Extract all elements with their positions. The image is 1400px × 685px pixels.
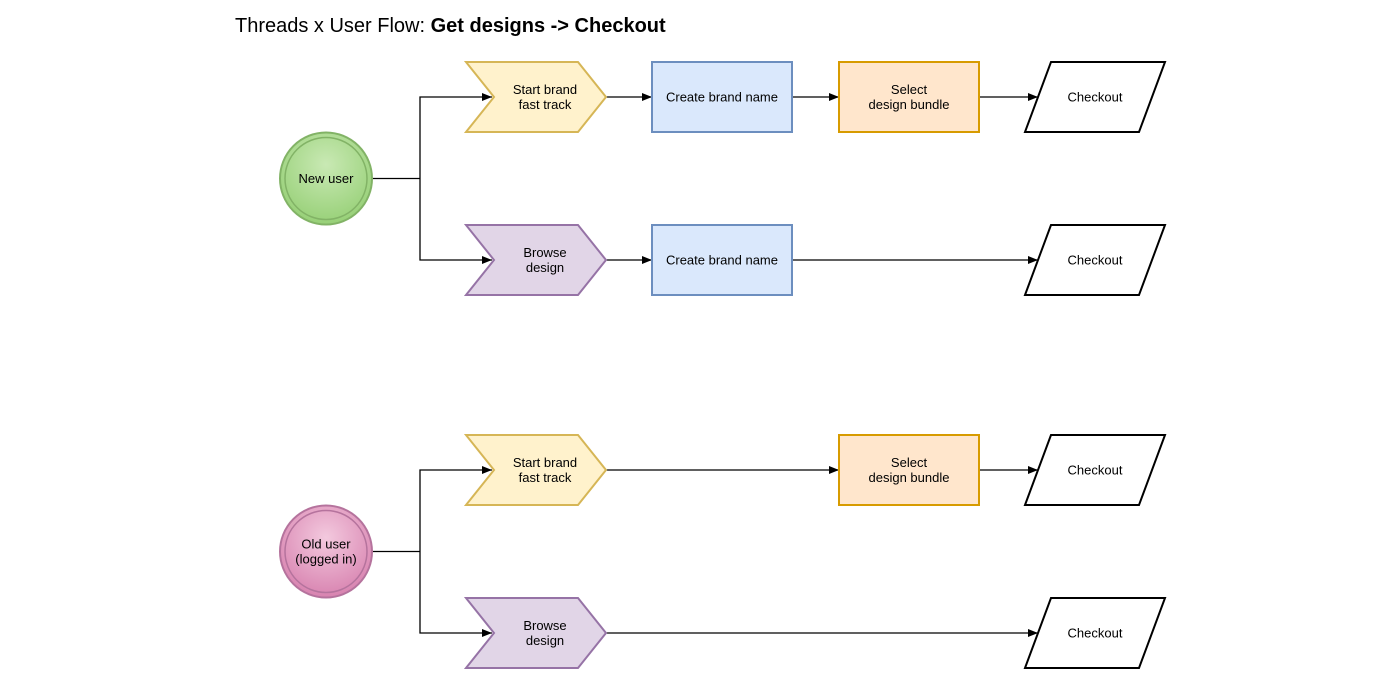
step-label: Checkout (1068, 90, 1123, 105)
step-shape (1023, 224, 1167, 296)
title-emphasis: Get designs -> Checkout (430, 15, 666, 37)
step-label: design (526, 260, 564, 275)
flow-connector (419, 551, 492, 637)
step-shape (651, 61, 793, 133)
connectors (372, 93, 1038, 637)
step-label: Select (891, 455, 928, 470)
step-checkout-node: Checkout (1023, 61, 1167, 133)
step-shape (651, 224, 793, 296)
step-shape (838, 61, 980, 133)
user-node-label: (logged in) (295, 552, 356, 567)
page-title: Threads x User Flow: Get designs -> Chec… (235, 15, 666, 38)
flow-connector (419, 178, 492, 264)
user-node-label: Old user (301, 537, 351, 552)
step-checkout-node: Checkout (1023, 224, 1167, 296)
user-node-outer-ring (279, 131, 373, 226)
step-label: fast track (519, 470, 572, 485)
step-label: design (526, 633, 564, 648)
title-prefix: Threads x User Flow: (235, 15, 431, 37)
step-label: Start brand (513, 455, 577, 470)
step-label: Browse (523, 245, 566, 260)
step-shape (463, 597, 608, 669)
step-brand-name-node: Create brand name (651, 224, 793, 296)
step-label: design bundle (869, 470, 950, 485)
user-node-inner-ring (284, 509, 368, 594)
step-shape (1023, 434, 1167, 506)
step-checkout-node: Checkout (1023, 434, 1167, 506)
step-shape (463, 434, 608, 506)
step-brand-name-node: Create brand name (651, 61, 793, 133)
step-shape (463, 224, 608, 296)
step-shape (838, 434, 980, 506)
step-label: Checkout (1068, 626, 1123, 641)
step-shape (463, 61, 608, 133)
step-label: design bundle (869, 97, 950, 112)
step-label: fast track (519, 97, 572, 112)
new-user-node: New user (279, 131, 373, 226)
step-label: Browse (523, 618, 566, 633)
step-label: Start brand (513, 82, 577, 97)
old-user-node: Old user(logged in) (279, 504, 373, 599)
step-label: Select (891, 82, 928, 97)
user-node-inner-ring (284, 136, 368, 221)
flow-connector (419, 93, 492, 179)
user-node-label: New user (299, 171, 355, 186)
flow-connector (419, 466, 492, 552)
step-label: Checkout (1068, 253, 1123, 268)
step-label: Create brand name (666, 90, 778, 105)
step-checkout-node: Checkout (1023, 597, 1167, 669)
step-shape (1023, 597, 1167, 669)
user-node-outer-ring (279, 504, 373, 599)
step-label: Create brand name (666, 253, 778, 268)
step-shape (1023, 61, 1167, 133)
step-label: Checkout (1068, 463, 1123, 478)
